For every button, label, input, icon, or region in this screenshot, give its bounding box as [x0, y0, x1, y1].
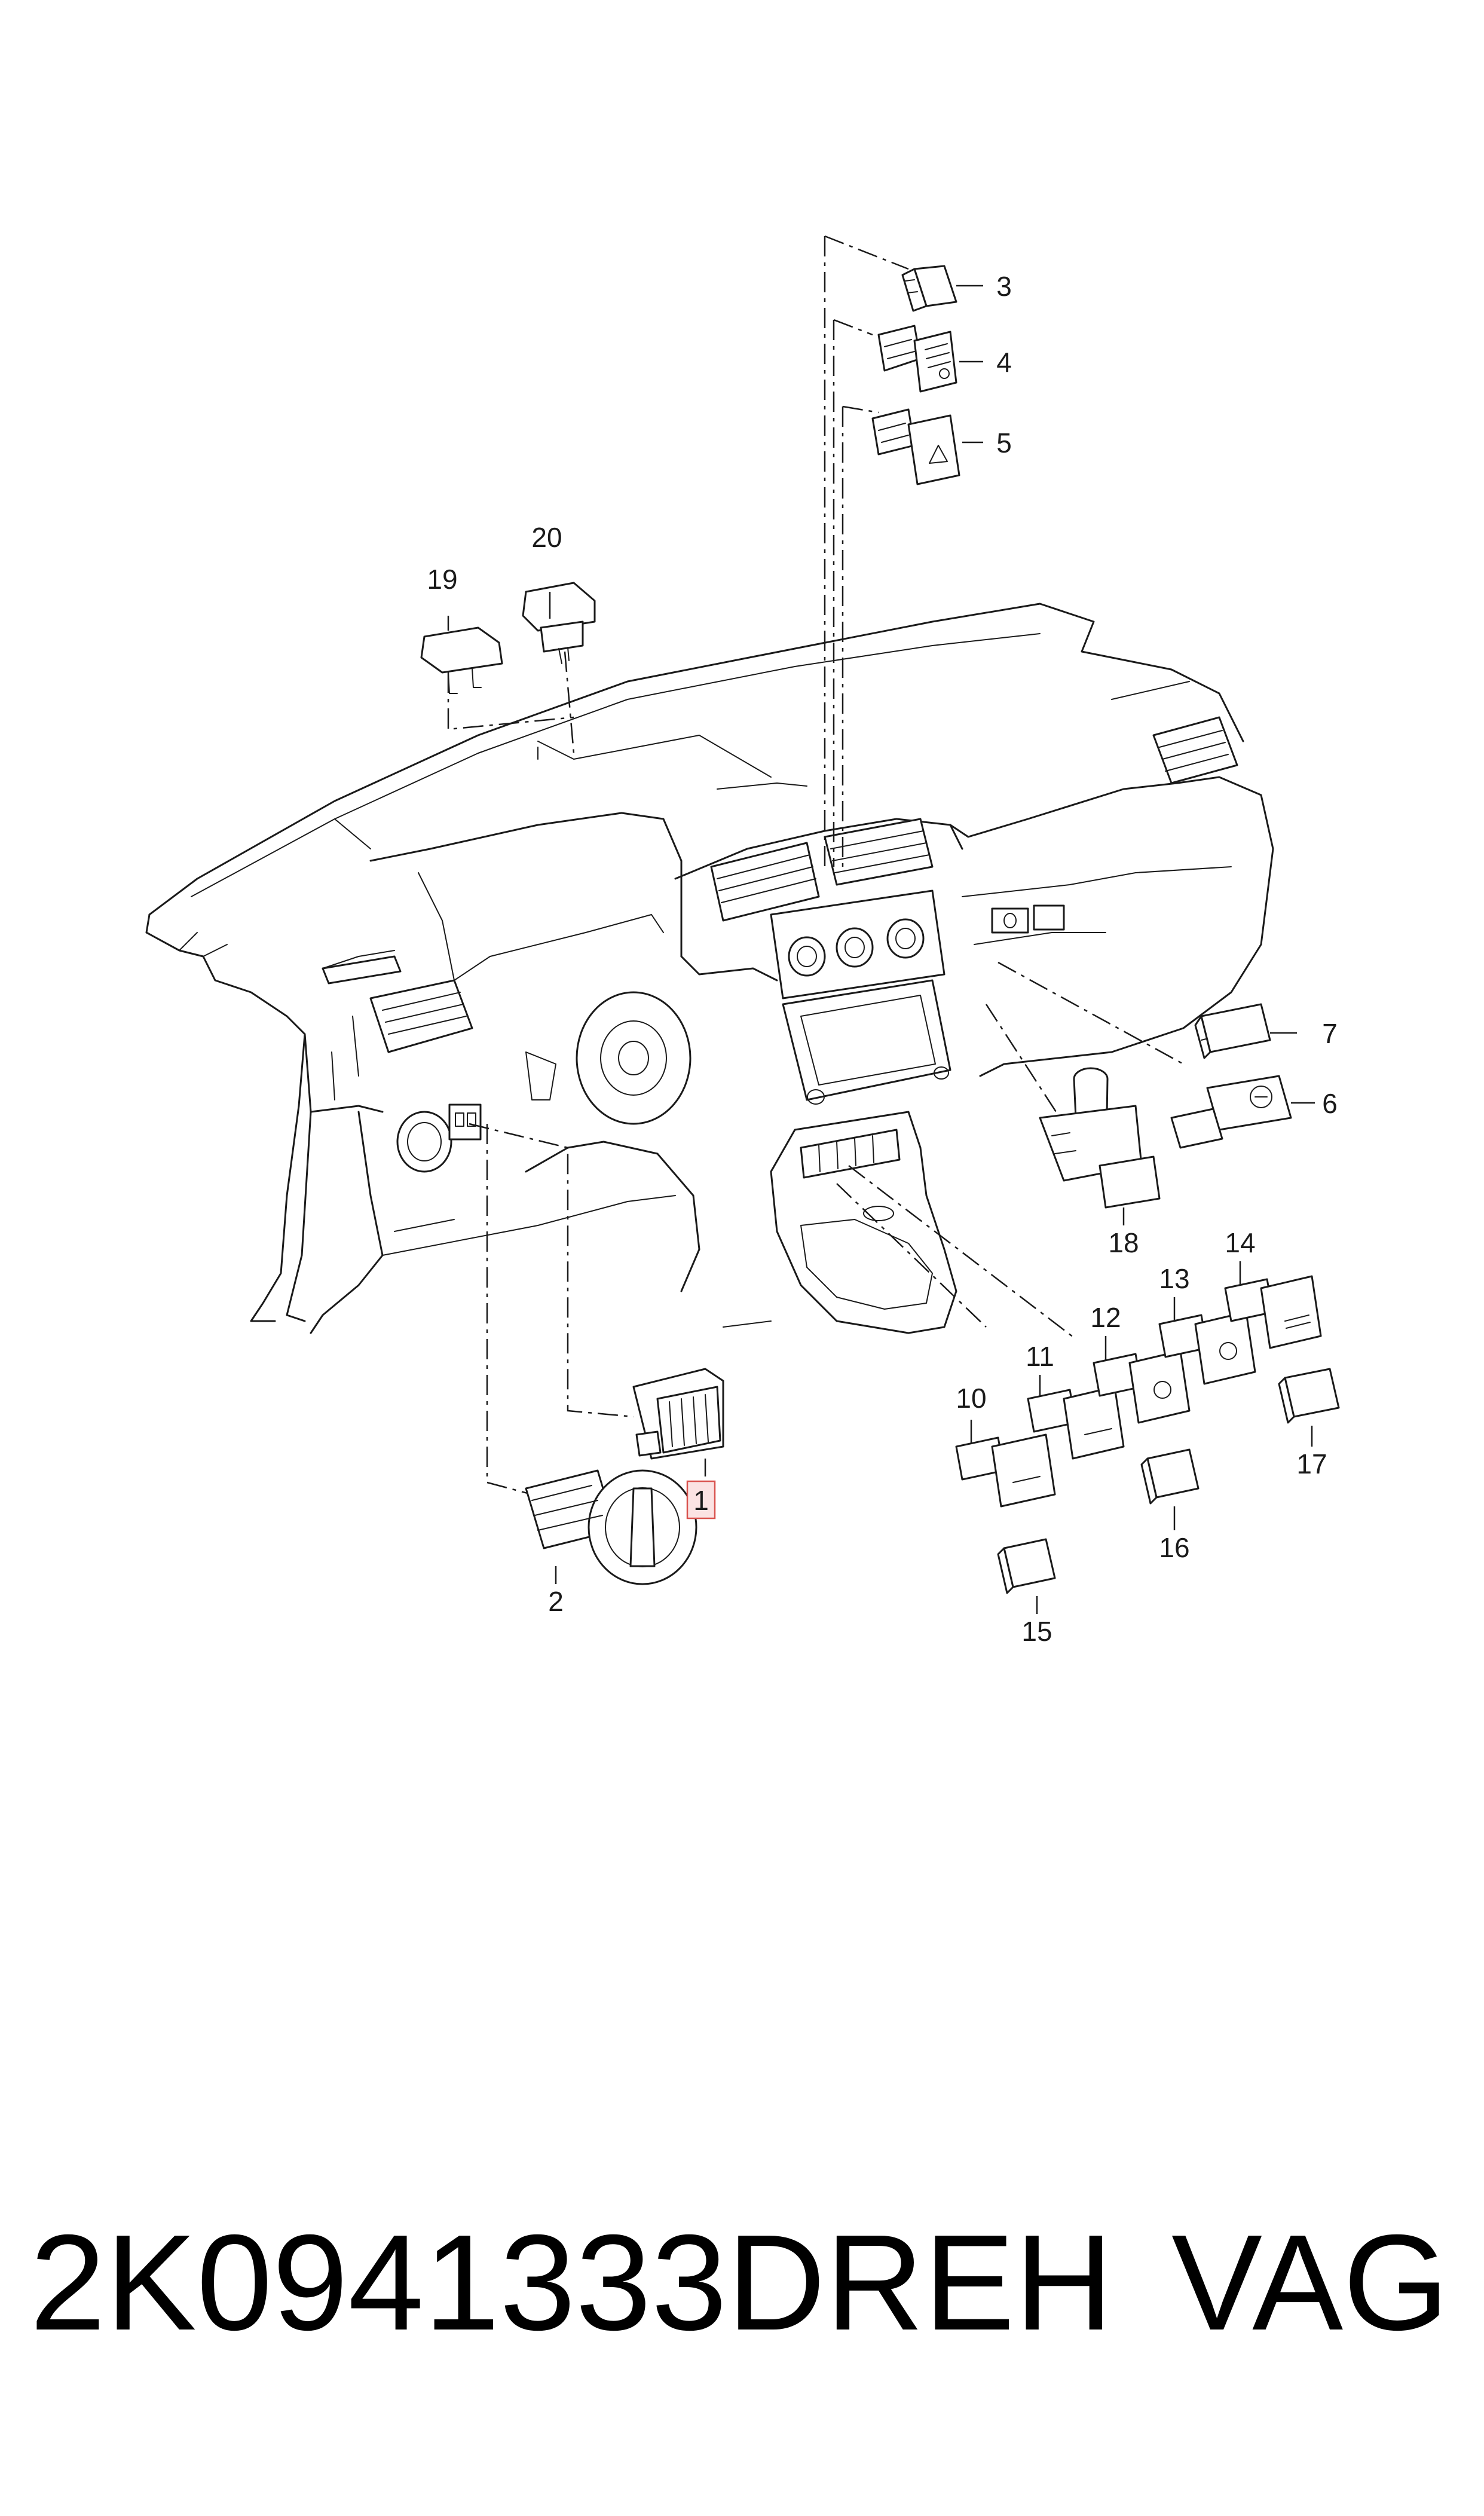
- callout-16: 16: [1159, 1532, 1189, 1563]
- part-15-blank: [997, 1538, 1056, 1594]
- callout-15: 15: [1021, 1616, 1052, 1647]
- part-2-light-switch: [525, 1469, 697, 1585]
- part-17-blank: [1278, 1368, 1340, 1424]
- callout-3: 3: [996, 271, 1012, 302]
- callout-12: 12: [1090, 1302, 1121, 1333]
- part-16-blank: [1140, 1448, 1200, 1505]
- callout-1: 1: [693, 1485, 709, 1516]
- callout-7: 7: [1322, 1018, 1338, 1049]
- leader-lines: [447, 235, 1184, 1496]
- callout-14: 14: [1225, 1227, 1255, 1258]
- part-10-parking-switch: [955, 1433, 1056, 1508]
- part-11-parking-switch: [1027, 1386, 1125, 1460]
- part-18-bracket: [1039, 1067, 1161, 1209]
- callout-18: 18: [1108, 1227, 1139, 1258]
- brand-name: VAG: [1171, 2207, 1449, 2359]
- callout-leaders: [447, 285, 1315, 1614]
- part-20-sensor: [522, 582, 596, 664]
- callout-20: 20: [531, 522, 562, 553]
- callout-6: 6: [1322, 1088, 1338, 1119]
- part-13-switch: [1158, 1311, 1256, 1385]
- part-12-switch: [1093, 1350, 1191, 1424]
- part-6-switch: [1170, 1075, 1292, 1149]
- part-7-blank-cover: [1194, 1003, 1271, 1059]
- callout-1-highlight: [686, 1480, 716, 1520]
- callout-5: 5: [996, 427, 1012, 458]
- part-1-light-switch-module: [632, 1368, 724, 1460]
- callout-2: 2: [548, 1586, 564, 1617]
- part-19-cap: [420, 626, 503, 694]
- part-4-switch: [877, 325, 957, 393]
- callout-17: 17: [1296, 1448, 1327, 1479]
- dashboard-drawing: [145, 603, 1274, 1334]
- part-14-defrost-switch: [1224, 1275, 1322, 1349]
- part-5-hazard-switch: [871, 408, 960, 485]
- callout-13: 13: [1159, 1263, 1189, 1294]
- callout-19: 19: [427, 564, 457, 595]
- callout-4: 4: [996, 347, 1012, 378]
- part-number: 2K0941333DREH: [30, 2207, 1113, 2359]
- callout-11: 11: [1026, 1341, 1054, 1372]
- callout-10: 10: [956, 1383, 986, 1414]
- part-3-blank-cover: [901, 265, 957, 312]
